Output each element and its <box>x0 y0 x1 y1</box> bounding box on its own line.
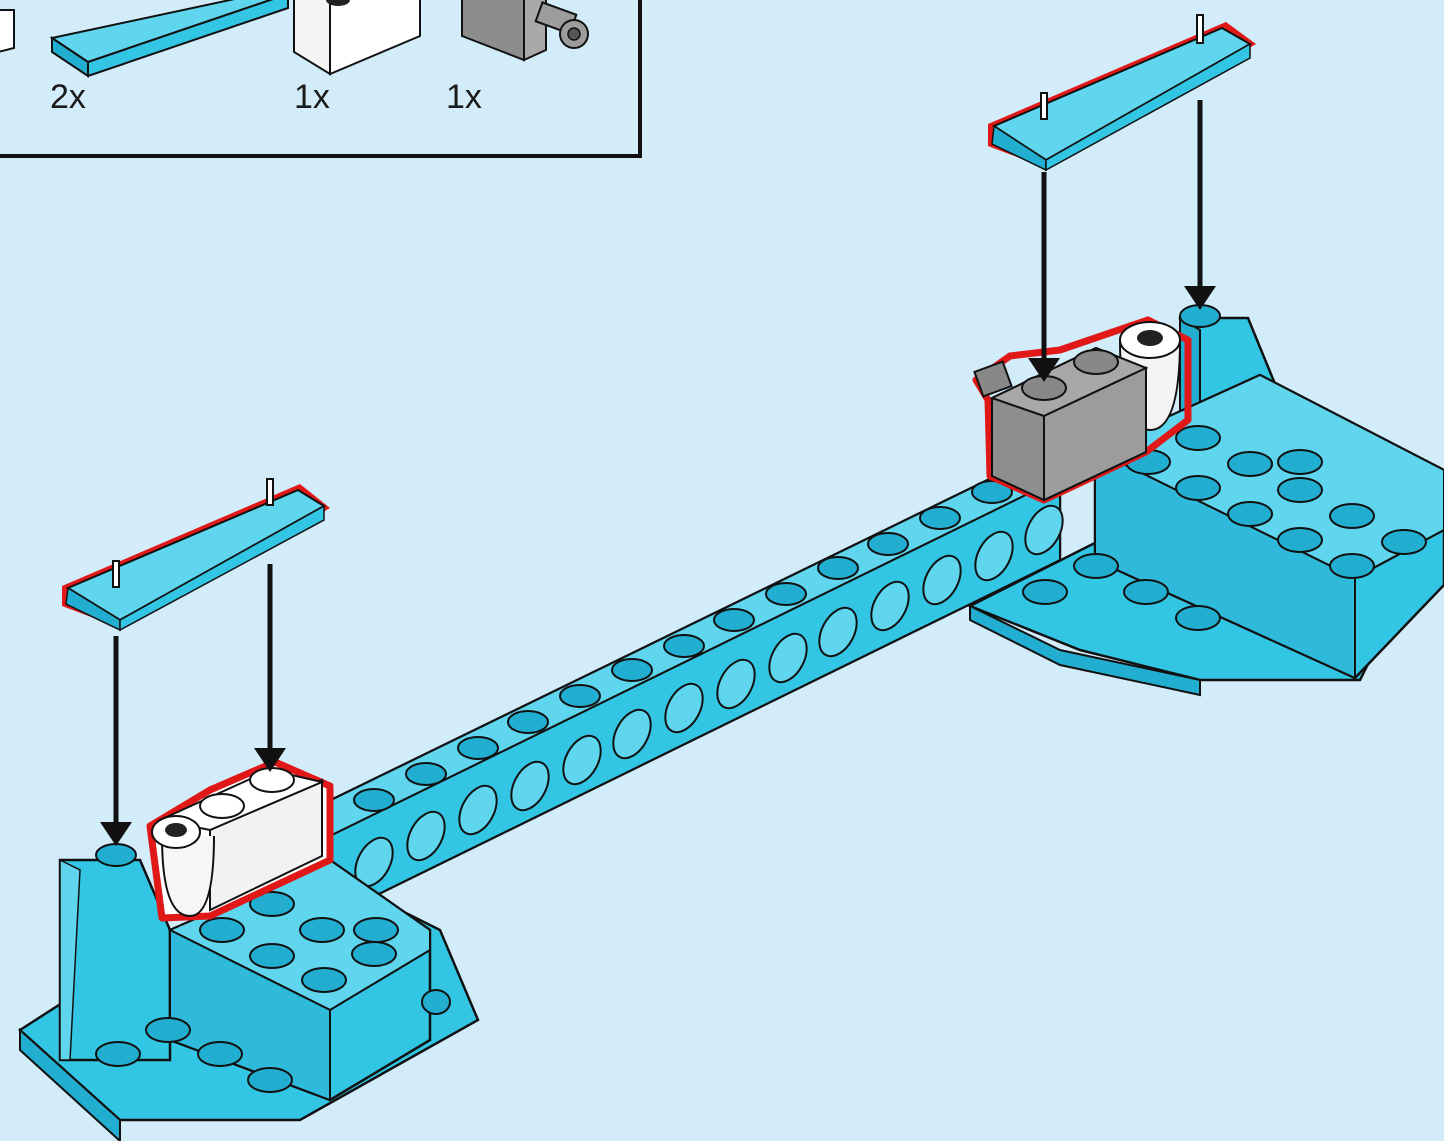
arrow-down-icon <box>1184 100 1216 310</box>
technic-beam <box>290 474 1060 908</box>
part-quantity: 1x <box>446 78 482 116</box>
tile-right-highlighted <box>988 14 1256 170</box>
part-quantity: 1x <box>294 78 330 116</box>
part-quantity: 2x <box>50 78 86 116</box>
parts-callout: 2x 1x 1x <box>0 0 640 156</box>
tile-left-highlighted <box>62 478 330 630</box>
arrow-down-icon <box>100 636 132 846</box>
arrow-down-icon <box>254 564 286 772</box>
beam-holes <box>296 500 1071 919</box>
